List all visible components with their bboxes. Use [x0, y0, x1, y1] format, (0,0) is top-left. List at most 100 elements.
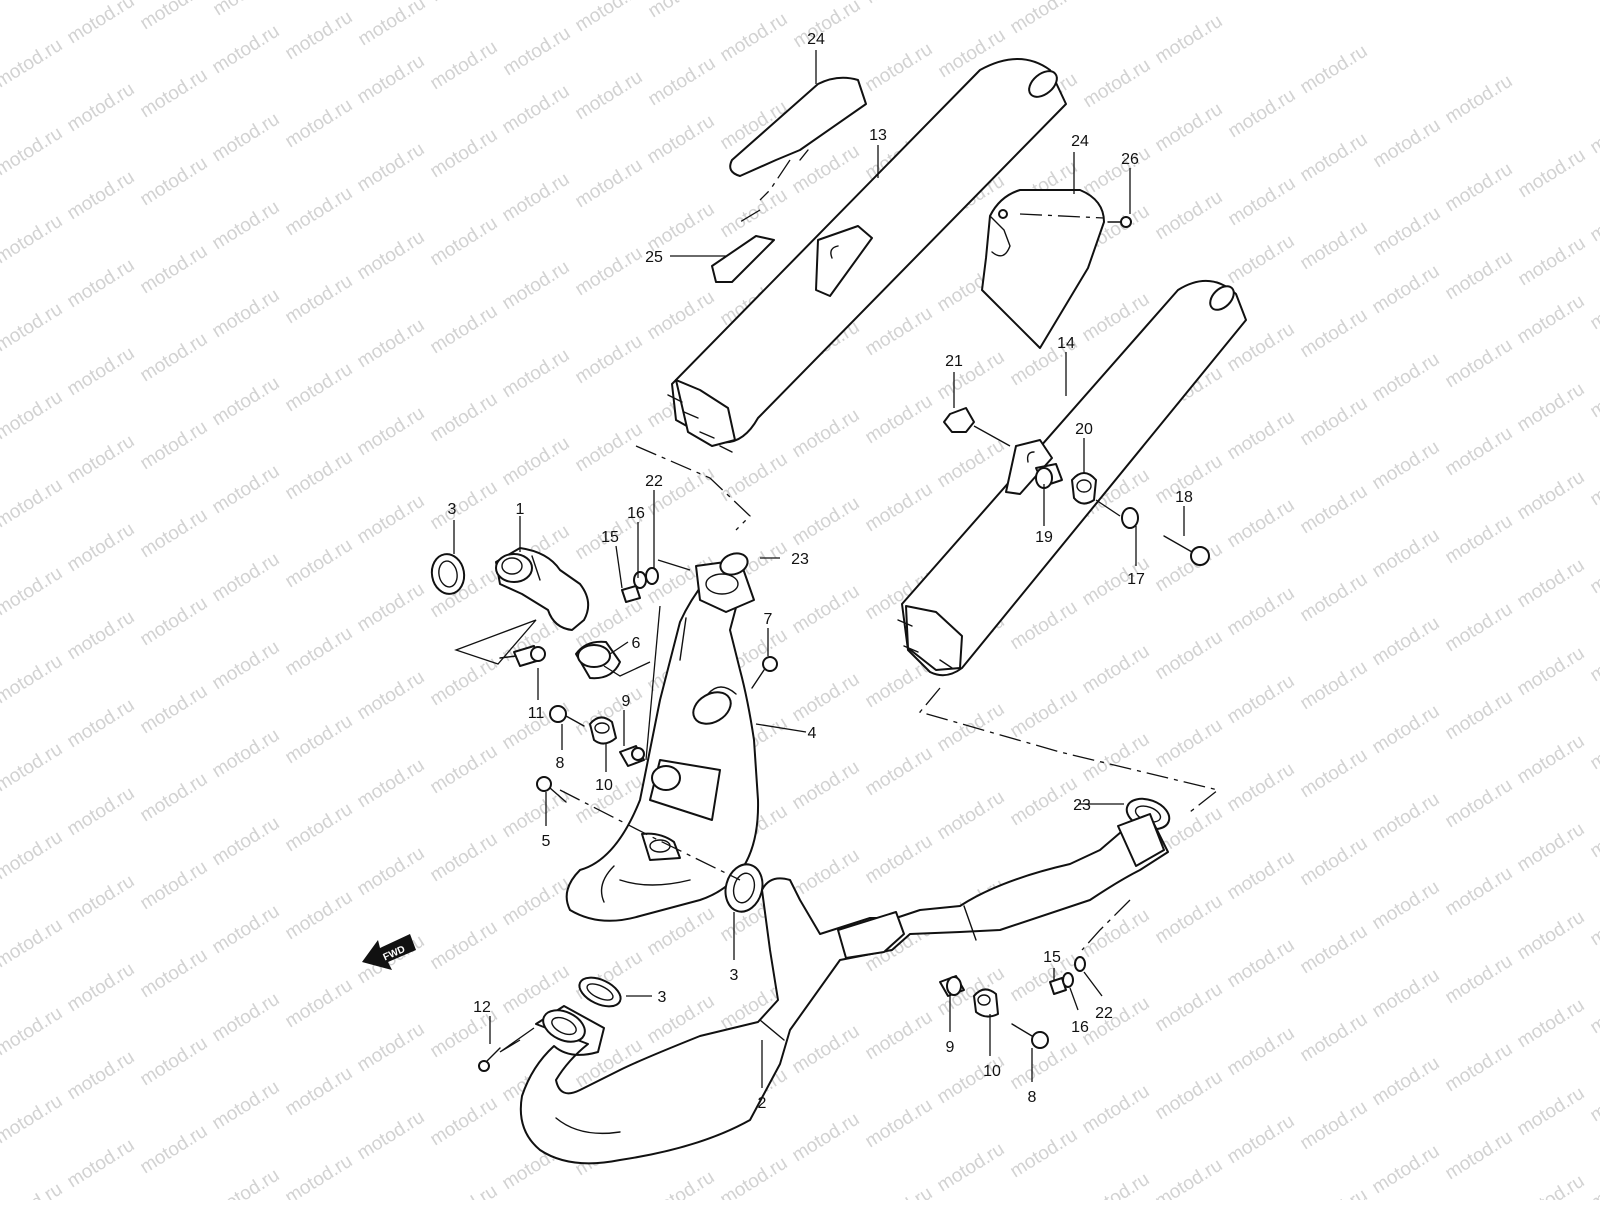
callout-14: 14: [1057, 335, 1075, 352]
watermark-text: motod.ru: [1442, 335, 1517, 393]
callout-10-right: 10: [983, 1063, 1001, 1080]
watermark-text: motod.ru: [1224, 1023, 1299, 1081]
watermark-text: motod.ru: [1442, 423, 1517, 481]
watermark-text: motod.ru: [1514, 379, 1589, 437]
watermark-text: motod.ru: [354, 843, 429, 901]
watermark-text: motod.ru: [862, 39, 937, 97]
watermark-text: motod.ru: [644, 111, 719, 169]
heat-shield-pad: [711, 235, 775, 283]
watermark-text: motod.ru: [1369, 1053, 1444, 1111]
watermark-text: motod.ru: [0, 915, 66, 973]
watermark-text: motod.ru: [1007, 0, 1082, 38]
callout-4: 4: [808, 725, 817, 742]
watermark-text: motod.ru: [645, 0, 720, 22]
watermark-text: motod.ru: [1152, 891, 1227, 949]
muffler-left: [667, 58, 1067, 453]
watermark-text: motod.ru: [0, 123, 66, 181]
watermark-text: motod.ru: [1442, 599, 1517, 657]
watermark-text: motod.ru: [499, 169, 574, 227]
watermark-text: motod.ru: [1297, 569, 1372, 627]
watermark-text: motod.ru: [137, 1033, 212, 1091]
watermark-text: motod.ru: [1224, 935, 1299, 993]
callout-24-right: 24: [1071, 133, 1089, 150]
watermark-text: motod.ru: [1369, 701, 1444, 759]
pipe-elbow: [495, 547, 590, 631]
watermark-text: motod.ru: [354, 491, 429, 549]
watermark-text: motod.ru: [282, 535, 357, 593]
watermark-text: motod.ru: [789, 581, 864, 639]
watermark-text: motod.ru: [0, 651, 66, 709]
watermark-text: motod.ru: [209, 989, 284, 1047]
watermark-text: motod.ru: [1587, 629, 1600, 687]
bolt-12: [478, 1047, 501, 1072]
watermark-text: motod.ru: [1152, 1067, 1227, 1125]
watermark-text: motod.ru: [862, 831, 937, 889]
watermark-text: motod.ru: [1369, 261, 1444, 319]
callout-17: 17: [1127, 571, 1145, 588]
watermark-text: motod.ru: [354, 315, 429, 373]
grommet-10-left: [589, 716, 617, 745]
watermark-text: motod.ru: [1369, 613, 1444, 671]
bolt-8-right: [1011, 1023, 1049, 1049]
leader-lines: [454, 159, 1220, 1053]
watermark-text: motod.ru: [1587, 1069, 1600, 1127]
watermark-text: motod.ru: [64, 431, 139, 489]
callout-11: 11: [528, 705, 545, 722]
watermark-text: motod.ru: [1442, 687, 1517, 745]
callout-3-middle: 3: [730, 967, 739, 984]
watermark-text: motod.ru: [934, 435, 1009, 493]
watermark-text: motod.ru: [282, 7, 357, 65]
watermark-text: motod.ru: [354, 139, 429, 197]
watermark-text: motod.ru: [1514, 819, 1589, 877]
watermark-text: motod.ru: [209, 1165, 284, 1200]
watermark-text: motod.ru: [1224, 847, 1299, 905]
watermark-text: motod.ru: [1224, 407, 1299, 465]
watermark-text: motod.ru: [427, 1181, 502, 1200]
watermark-text: motod.ru: [282, 271, 357, 329]
bushing-9-right: [939, 975, 965, 997]
watermark-text: motod.ru: [137, 681, 212, 739]
watermark-text: motod.ru: [1514, 291, 1589, 349]
watermark-text: motod.ru: [1369, 349, 1444, 407]
watermark-text: motod.ru: [0, 827, 66, 885]
bushing-19: [1035, 463, 1063, 489]
watermark-text: motod.ru: [64, 255, 139, 313]
watermark-text: motod.ru: [1152, 11, 1227, 69]
watermark-text: motod.ru: [1514, 467, 1589, 525]
watermark-text: motod.ru: [1297, 1185, 1372, 1200]
watermark-text: motod.ru: [354, 1107, 429, 1165]
callout-18: 18: [1175, 489, 1193, 506]
callout-23-upper: 23: [791, 551, 809, 568]
watermark-text: motod.ru: [282, 447, 357, 505]
watermark-text: motod.ru: [137, 0, 212, 34]
watermark-text: motod.ru: [282, 1151, 357, 1200]
watermark-text: motod.ru: [789, 405, 864, 463]
watermark-text: motod.ru: [209, 285, 284, 343]
watermark-text: motod.ru: [354, 755, 429, 813]
watermark-text: motod.ru: [1515, 145, 1590, 203]
watermark-text: motod.ru: [1007, 1125, 1082, 1183]
watermark-text: motod.ru: [1297, 921, 1372, 979]
watermark-text: motod.ru: [1224, 759, 1299, 817]
watermark-text: motod.ru: [1514, 731, 1589, 789]
bolt-7: [751, 656, 778, 689]
callout-10-left: 10: [595, 777, 613, 794]
watermark-text: motod.ru: [209, 549, 284, 607]
watermark-text: motod.ru: [1297, 1009, 1372, 1067]
watermark-text: motod.ru: [717, 9, 792, 67]
watermark-text: motod.ru: [1297, 1097, 1372, 1155]
watermark-text: motod.ru: [427, 0, 502, 6]
bolt-26: [1107, 216, 1132, 228]
watermark-text: motod.ru: [1224, 231, 1299, 289]
watermark-text: motod.ru: [1587, 365, 1600, 423]
watermark-text: motod.ru: [1152, 539, 1227, 597]
watermark-text: motod.ru: [137, 65, 212, 123]
watermark-text: motod.ru: [572, 67, 647, 125]
watermark-text: motod.ru: [282, 95, 357, 153]
callout-16-upper: 16: [627, 505, 645, 522]
gasket-23-upper: [719, 552, 749, 576]
watermark-text: motod.ru: [1152, 99, 1227, 157]
watermark-text: motod.ru: [1225, 173, 1300, 231]
watermark-text: motod.ru: [572, 155, 647, 213]
